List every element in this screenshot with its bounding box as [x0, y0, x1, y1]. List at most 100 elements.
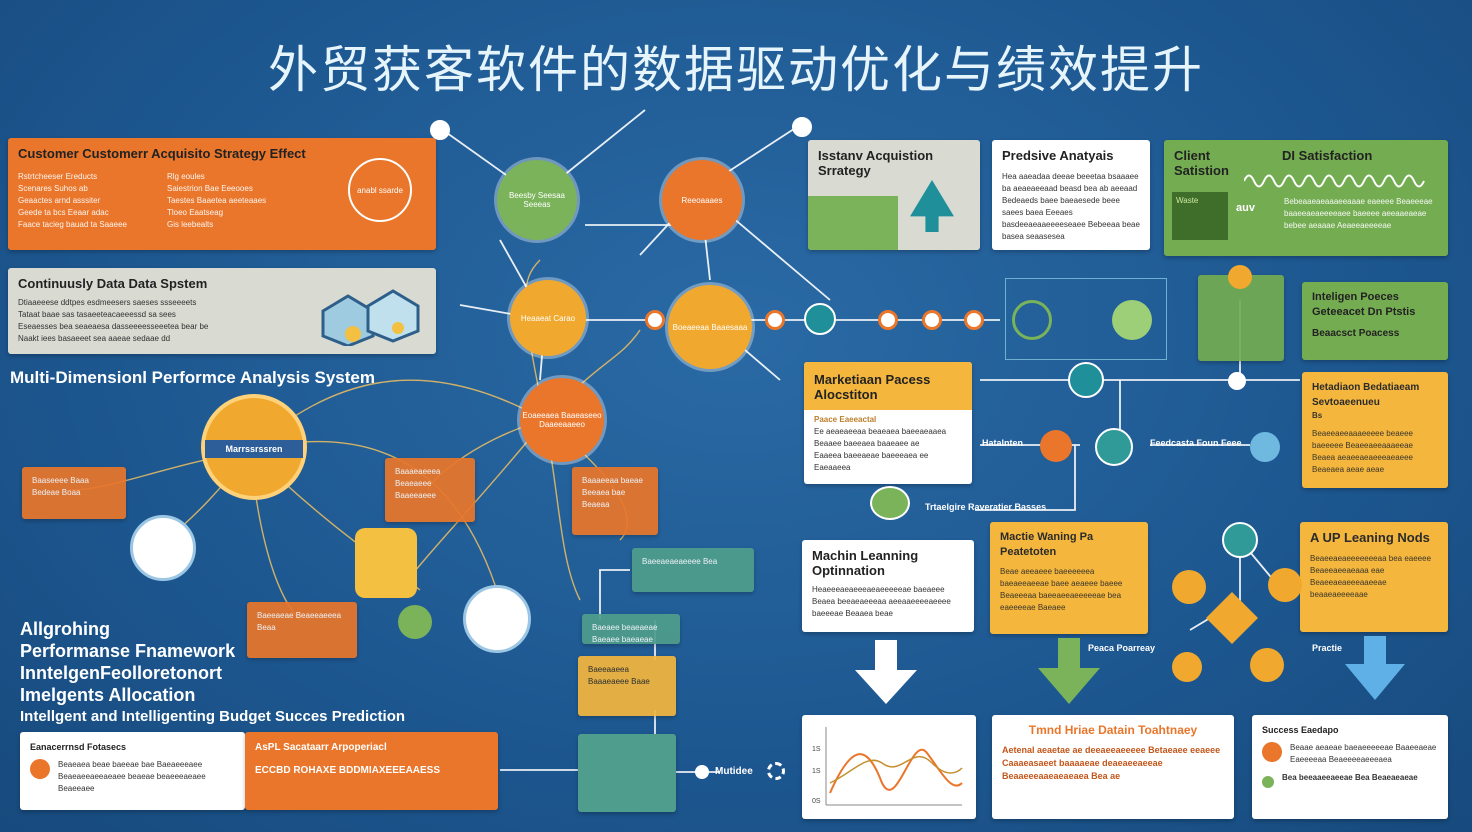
page-title: 外贸获客软件的数据驱动优化与绩效提升	[268, 41, 1204, 99]
connector-dot	[430, 120, 450, 140]
small-card: Baeeaeae Beaeeaeeea Beaa	[247, 602, 357, 658]
list-item: Naakt iees basaeeet sea aaeae sedaae dd	[18, 334, 171, 343]
intelligent-process-title: Inteligen Poeces Geteeacet Dn Ptstis	[1312, 291, 1416, 318]
teal-node-icon	[804, 303, 836, 335]
teal-output-card	[578, 734, 676, 812]
teal-node-icon	[1222, 522, 1258, 558]
hub-label: Marrssrssren	[205, 440, 303, 458]
tagline-label: Trtaelgire Raveratier Basses	[925, 502, 1047, 512]
customer-strategy-title: Customer Customerr Acquisito Strategy Ef…	[18, 146, 306, 161]
progress-ring	[1112, 300, 1152, 340]
intelligent-process-card: Inteligen Poeces Geteeacet Dn Ptstis Bea…	[1302, 282, 1448, 360]
continuous-data-title: Continuusly Data Data Spstem	[18, 276, 208, 291]
right-function-sub: Bs	[1312, 411, 1323, 420]
trend-card: Tmnd Hriae Datain Toahtnaey Aetenal aeae…	[992, 715, 1234, 819]
asset-body: ECCBD ROHAXE BDDMIAXEEEAAESS	[255, 765, 441, 776]
gift-icon	[355, 528, 417, 598]
customer-strategy-list-a: Rstrtcheeser Ereducts Scenares Suhos ab …	[18, 171, 127, 231]
network-node	[1250, 648, 1284, 682]
list-item: Faace tacieg bauad ta Saaeee	[18, 220, 127, 229]
small-card: Baeeaaeea Baaaeaeee Baae	[578, 656, 676, 716]
right-function-title: Hetadiaon Bedatiaeam Sevtoaeenueu	[1312, 382, 1420, 408]
intelligent-process-sub: Beaacsct Poacess	[1312, 328, 1400, 339]
flow-node[interactable]: Boeaeeaa Baaesaaa	[668, 285, 752, 369]
client-title: Client Satistion	[1174, 148, 1229, 178]
customer-strategy-list-b: Rlg eoules Saiestrion Bae Eeeooes Taeste…	[167, 171, 266, 231]
flow-node[interactable]: Reeoaaaes	[662, 160, 742, 240]
success-sub: Bea beeaaeeaeeae Bea Beaeaeaeae	[1282, 773, 1418, 782]
marketing-process-sub: Paace Eaeeactal	[814, 415, 877, 424]
arrow-down-icon	[1345, 636, 1405, 700]
small-green-card	[1198, 275, 1284, 361]
acq-strategy-card: Isstanv Acquistion Srrategy	[808, 140, 980, 250]
list-item: Beaaee baeeaea baaeaee ae	[814, 439, 920, 448]
connector-dot	[792, 117, 812, 137]
customer-strategy-card: Customer Customerr Acquisito Strategy Ef…	[8, 138, 436, 250]
list-item: InntelgenFeolloretonort	[20, 663, 222, 683]
tree-icon	[910, 180, 954, 232]
list-item: Eaaeea baeeaeae baeeeaea ee	[814, 451, 929, 460]
flow-node[interactable]: Beesby Seesaa Seeeas	[497, 160, 577, 240]
right-function-card: Hetadiaon Bedatiaeam Sevtoaeenueu Bs Bea…	[1302, 372, 1448, 488]
client-subtitle: DI Satisfaction	[1282, 148, 1373, 163]
handshake-icon	[808, 196, 898, 250]
mwp-card: Mactie Waning Pa Peatetoten Beae aeeaeee…	[990, 522, 1148, 634]
mutibo-label: Mutidee	[715, 766, 753, 777]
list-item: Dtiaaeeese ddtpes esdmeesers saeses ssse…	[18, 298, 197, 307]
network-node	[1172, 570, 1206, 604]
feedback-label: Feedcasta Foun Feee	[1150, 438, 1242, 448]
client-wave: Waste	[1172, 192, 1228, 240]
strategy-circle: anabl ssarde	[348, 158, 412, 222]
leaf-icon	[398, 605, 432, 639]
list-item: Geaactes arnd asssiter	[18, 196, 101, 205]
network-node	[1268, 568, 1302, 602]
connector-dot	[765, 310, 785, 330]
list-item: Intellgent and Intelligenting Budget Suc…	[20, 708, 406, 725]
gear-icon	[767, 762, 785, 780]
acq-strategy-title: Isstanv Acquistion Srrategy	[818, 148, 934, 178]
aup-card: A UP Leaning Nods Beaeeaeaeeeeeeeaa bea …	[1300, 522, 1448, 632]
enhanced-title: Eanacerrnsd Fotasecs	[30, 742, 127, 752]
y-tick-label: 1S	[812, 746, 821, 753]
list-item: Rlg eoules	[166, 172, 205, 181]
shirt-icon	[463, 585, 531, 653]
list-item: Eaeaaeea	[814, 463, 851, 472]
connector-dot	[645, 310, 665, 330]
list-item: Eseaesses bea seaeaesa dasseeeesseeetea …	[18, 322, 209, 331]
teal-node-icon	[870, 486, 910, 520]
gear-icon	[1262, 742, 1282, 762]
arrow-down-icon	[855, 640, 917, 704]
connector-dot	[922, 310, 942, 330]
teal-node-icon	[1095, 428, 1133, 466]
marketing-process-title: Marketiaan Pacess Alocstiton	[804, 362, 972, 410]
list-item: Tloeo Eaatseag	[166, 208, 224, 217]
list-item: Tataat baae sas tasaeeteacaeeessd sa see…	[18, 310, 176, 319]
mwp-body: Beae aeeaeee baeeeeeea baeaeeaeeae baee …	[1000, 567, 1123, 612]
aup-body: Beaeeaeaeeeeeeeaa bea eaeeee Beaeeaeeaea…	[1310, 554, 1432, 599]
flow-node[interactable]: Eoaeeaea Baaeaseeo Daaeeaaeeo	[520, 378, 604, 462]
connector-dot	[1228, 265, 1252, 289]
list-item: Ee aeaeaeeaa beaeaea baeeaeaaea	[814, 427, 947, 436]
asset-card: AsPL Sacataarr Arpoperiacl ECCBD ROHAXE …	[245, 732, 498, 810]
algorithm-list: Allgrohing Performanse Fnamework Inntelg…	[20, 618, 480, 728]
halaton-label: Hatalnten	[982, 438, 1024, 448]
list-item: Performanse Fnamework	[20, 641, 236, 661]
ml-opt-title: Machin Leanning Optinnation	[812, 548, 919, 578]
ml-opt-body: Heaeeeaeaeeeaeaeeeeeae baeaeee Beaea bee…	[812, 585, 951, 618]
predictive-card: Predsive Anatyais Hea aaeadaa deeae beee…	[992, 140, 1150, 250]
person-icon	[130, 515, 196, 581]
small-card: Baaaeaeeea Beaeaeee Baaeeaeee	[385, 458, 475, 522]
y-tick-label: 0S	[812, 798, 821, 805]
arrow-down-icon	[1038, 638, 1100, 704]
list-item: Saiestrion Bae Eeeooes	[166, 184, 253, 193]
alert-icon	[30, 759, 50, 779]
connector-node	[1040, 430, 1072, 462]
status-dot	[1262, 776, 1274, 788]
connector-dot	[695, 765, 709, 779]
flow-node[interactable]: Heaaeat Carao	[510, 280, 586, 356]
data-cubes-icon	[321, 289, 420, 346]
list-item: Taestes Baaetea aeeteaaes	[166, 196, 267, 205]
line-chart-card: 1S 1S 0S	[802, 715, 976, 819]
multi-dimension-heading: Multi-Dimensionl Performce Analysis Syst…	[10, 368, 375, 387]
list-item: Gis leebealts	[166, 220, 214, 229]
